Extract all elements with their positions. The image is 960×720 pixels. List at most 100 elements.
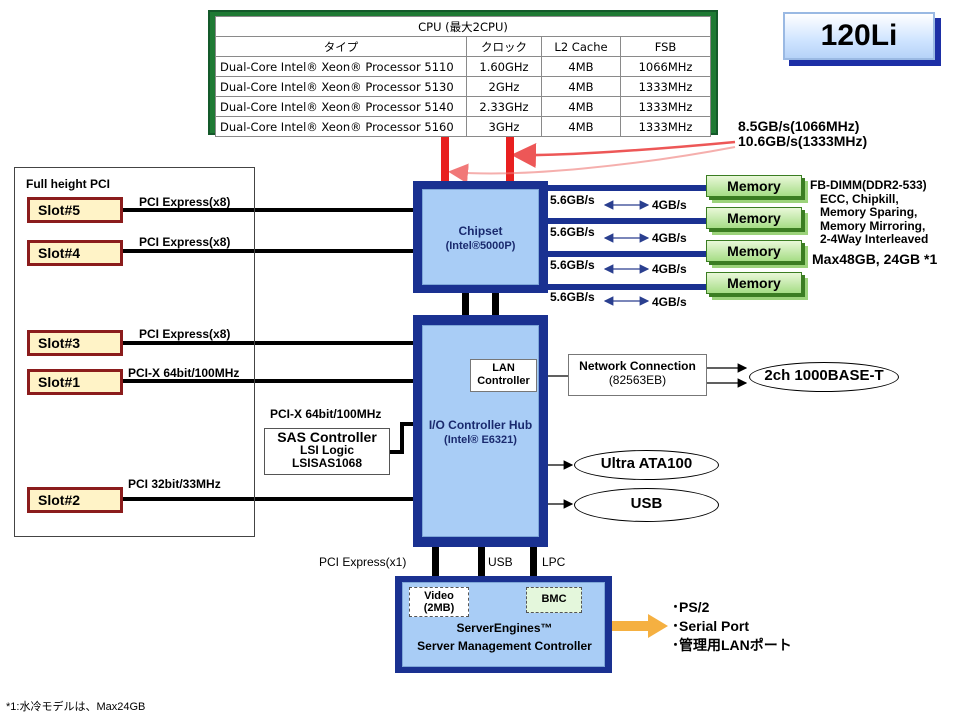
chipset-model: (Intel®5000P) (445, 240, 516, 252)
usb-oval: USB (574, 488, 719, 522)
lpc-link-label: LPC (542, 555, 566, 569)
ioh-title: I/O Controller Hub (428, 418, 533, 432)
bus-slot4 (122, 249, 414, 253)
cpu-cache: 4MB (541, 96, 621, 117)
table-row: Dual-Core Intel® Xeon® Processor 5110 1.… (215, 56, 711, 77)
mem-bus-3 (547, 251, 707, 257)
lan-ports-oval: 2ch 1000BASE-T (749, 362, 899, 392)
mem-bus-4 (547, 284, 707, 290)
fsb-callout-arrow (511, 140, 736, 168)
mem-bw-3: 5.6GB/s (550, 258, 595, 272)
slot-4-bus-label: PCI Express(x8) (139, 235, 231, 249)
cpu-cache: 4MB (541, 116, 621, 137)
cpu-cache: 4MB (541, 76, 621, 97)
sas-model: LSISAS1068 (291, 456, 363, 470)
mem-bw2-1: 4GB/s (652, 198, 687, 212)
slot-3-bus-label: PCI Express(x8) (139, 327, 231, 341)
ultra-ata-oval: Ultra ATA100 (574, 450, 719, 480)
footnote: *1:水冷モデルは、Max24GB (6, 701, 146, 713)
network-connection: Network Connection (82563EB) (568, 354, 707, 396)
ioh-inner: I/O Controller Hub (Intel® E6321) (422, 325, 539, 537)
link-chipset-ioh-2 (492, 292, 499, 316)
fsb-callout-arrow-2 (448, 146, 736, 184)
lan-controller-line1: LAN (492, 362, 515, 374)
video-line2: (2MB) (423, 602, 455, 614)
slot-5-bus-label: PCI Express(x8) (139, 195, 231, 209)
memory-feature: Memory Mirroring, (820, 218, 926, 233)
network-model: (82563EB) (608, 373, 667, 387)
slot-5: Slot#5 (27, 197, 123, 223)
cpu-fsb: 1333MHz (620, 96, 711, 117)
slot-2: Slot#2 (27, 487, 123, 513)
sas-vendor: LSI Logic (300, 443, 354, 457)
cpu-clock: 1.60GHz (466, 56, 542, 77)
sas-bus-label: PCI-X 64bit/100MHz (270, 407, 382, 421)
cpu-type: Dual-Core Intel® Xeon® Processor 5140 (215, 96, 467, 117)
fsb-line-2 (506, 135, 514, 182)
bmc-block: BMC (526, 587, 582, 613)
sas-controller: SAS Controller LSI Logic LSISAS1068 (264, 428, 390, 475)
bus-slot3 (122, 341, 414, 345)
io-controller-hub: I/O Controller Hub (Intel® E6321) (413, 315, 548, 547)
link-chipset-ioh-1 (462, 292, 469, 316)
cpu-table-panel: CPU (最大2CPU) タイプ クロック L2 Cache FSB Dual-… (208, 10, 718, 137)
cpu-table-title: CPU (最大2CPU) (215, 16, 711, 37)
cpu-cache: 4MB (541, 56, 621, 77)
cpu-clock: 2GHz (466, 76, 542, 97)
bmc-vendor: ServerEngines™ (456, 621, 553, 635)
slot-1: Slot#1 (27, 369, 123, 395)
fsb-bandwidth-1333: 10.6GB/s(1333MHz) (738, 133, 868, 149)
slot-4: Slot#4 (27, 240, 123, 266)
bus-slot5 (122, 208, 414, 212)
memory-module-1: Memory (706, 175, 802, 197)
chipset-title: Chipset (458, 224, 503, 238)
bmc-name: Server Management Controller (417, 639, 592, 653)
slot-1-bus-label: PCI-X 64bit/100MHz (128, 366, 240, 380)
bus-slot2 (122, 497, 414, 501)
memory-feature: 2-4Way Interleaved (820, 232, 929, 246)
mem-bw2-2: 4GB/s (652, 231, 687, 245)
slot-3: Slot#3 (27, 330, 123, 356)
cpu-table: CPU (最大2CPU) タイプ クロック L2 Cache FSB Dual-… (215, 16, 711, 137)
server-management-controller: Video (2MB) BMC ServerEngines™ Server Ma… (395, 576, 612, 673)
full-height-pci-label: Full height PCI (26, 177, 110, 191)
cpu-clock: 2.33GHz (466, 96, 542, 117)
chipset-inner: Chipset (Intel®5000P) (422, 189, 539, 285)
bmc-inner: Video (2MB) BMC ServerEngines™ Server Ma… (402, 582, 605, 667)
cpu-header-type: タイプ (215, 36, 467, 57)
link-pcie-x1 (432, 546, 439, 578)
bmc-outputs: ･PS/2 ･Serial Port ･管理用LANポート (672, 598, 792, 655)
memory-module-2: Memory (706, 207, 802, 229)
mem-bw2-3: 4GB/s (652, 262, 687, 276)
cpu-fsb: 1333MHz (620, 76, 711, 97)
memory-feature: FB-DIMM(DDR2-533) (810, 178, 927, 192)
mem-bw-1: 5.6GB/s (550, 193, 595, 207)
mem-bw-4: 5.6GB/s (550, 290, 595, 304)
cpu-header-clock: クロック (466, 36, 542, 57)
model-badge: 120Li (783, 12, 935, 60)
link-lpc (530, 546, 537, 578)
mem-bw-2: 5.6GB/s (550, 225, 595, 239)
cpu-type: Dual-Core Intel® Xeon® Processor 5130 (215, 76, 467, 97)
sas-title: SAS Controller (277, 429, 377, 445)
cpu-fsb: 1333MHz (620, 116, 711, 137)
mem-bw2-4: 4GB/s (652, 295, 687, 309)
memory-module-4: Memory (706, 272, 802, 294)
link-usb-bmc (478, 546, 485, 578)
table-row: Dual-Core Intel® Xeon® Processor 5160 3G… (215, 116, 711, 137)
cpu-header-fsb: FSB (620, 36, 711, 57)
lan-controller-line2: Controller (477, 375, 530, 387)
cpu-fsb: 1066MHz (620, 56, 711, 77)
network-title: Network Connection (579, 359, 696, 373)
table-row: Dual-Core Intel® Xeon® Processor 5130 2G… (215, 76, 711, 97)
bmc-output-arrow (612, 614, 668, 638)
mem-bus-1 (547, 185, 707, 191)
video-line1: Video (424, 590, 454, 602)
memory-features: FB-DIMM(DDR2-533) ECC, Chipkill, Memory … (810, 178, 929, 247)
output-item: ･管理用LANポート (672, 637, 792, 653)
lan-controller: LAN Controller (470, 359, 537, 392)
output-item: ･Serial Port (672, 618, 750, 634)
video-memory: Video (2MB) (409, 587, 469, 617)
output-item: ･PS/2 (672, 599, 710, 615)
